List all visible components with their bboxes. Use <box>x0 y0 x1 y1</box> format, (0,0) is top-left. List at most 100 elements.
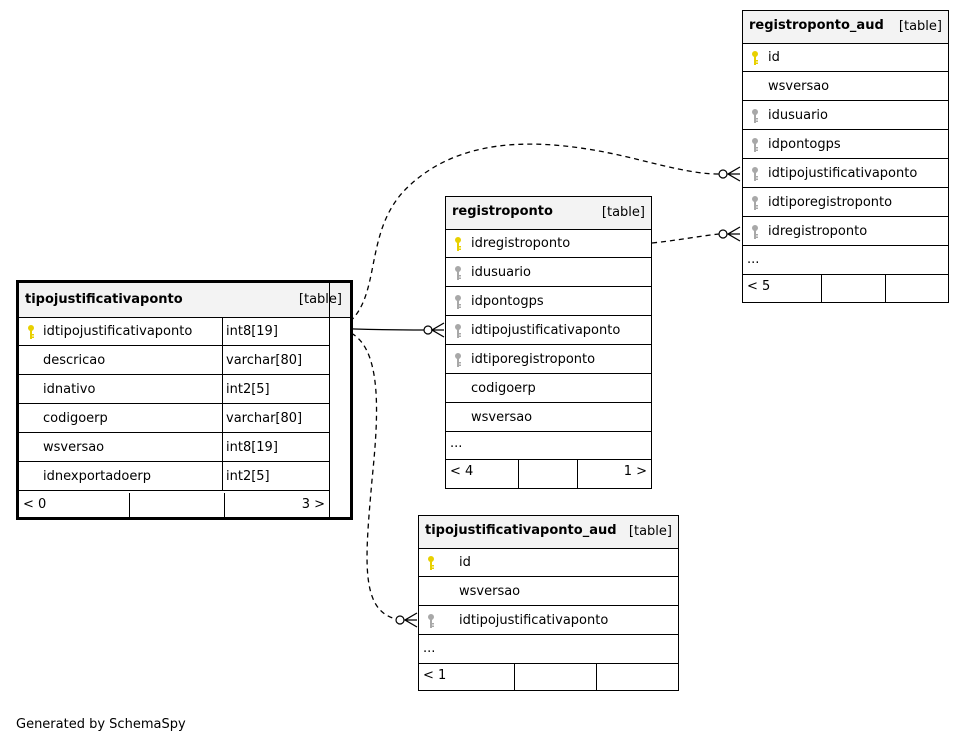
footer-children-count: < 5 <box>747 279 771 294</box>
primary-key-icon <box>27 324 35 340</box>
column-divider <box>222 375 223 403</box>
edge-registroponto-aud-fk-circle <box>718 169 728 179</box>
column-divider <box>222 346 223 374</box>
foreign-key-icon <box>454 265 462 281</box>
table-type-label: [table] <box>898 19 942 34</box>
column-name: idtipojustificativaponto <box>459 613 609 628</box>
column-name: idpontogps <box>768 137 841 152</box>
column-name: wsversao <box>459 584 521 599</box>
column-row-idnexportadoerp[interactable]: idnexportadoerp int2[5] <box>19 462 329 491</box>
table-footer: < 5 <box>743 274 948 303</box>
column-name: idusuario <box>768 108 828 123</box>
table-header: tipojustificativaponto [table] <box>19 283 350 318</box>
column-row-id[interactable]: id <box>743 43 948 72</box>
column-row-idusuario[interactable]: idusuario <box>446 258 651 287</box>
table-footer: < 4 1 > <box>446 459 651 489</box>
table-name: registroponto_aud <box>749 18 884 33</box>
column-type: int2[5] <box>226 382 270 397</box>
right-gutter-divider <box>329 283 330 517</box>
table-header: tipojustificativaponto_aud [table] <box>419 516 678 549</box>
column-row-idregistroponto[interactable]: idregistroponto <box>446 229 651 258</box>
column-name: idnativo <box>43 382 96 397</box>
table-registroponto[interactable]: registroponto [table] idregistroponto idu… <box>445 196 652 489</box>
footer-children-count: < 0 <box>23 497 47 512</box>
edge-registroponto-aud-idregistro-crow <box>726 226 741 242</box>
foreign-key-icon <box>427 613 435 629</box>
table-type-label: [table] <box>601 205 645 220</box>
column-row-idtiporegistroponto[interactable]: idtiporegistroponto <box>446 345 651 374</box>
edge-registroponto-aud-idregistro-circle <box>718 229 728 239</box>
foreign-key-icon <box>454 352 462 368</box>
column-name: idtipojustificativaponto <box>43 324 193 339</box>
column-name: id <box>768 50 780 65</box>
footer-children-count: < 1 <box>423 668 447 683</box>
column-row-wsversao[interactable]: wsversao <box>419 577 678 606</box>
column-row-wsversao[interactable]: wsversao int8[19] <box>19 433 329 462</box>
foreign-key-icon <box>751 108 759 124</box>
table-name: tipojustificativaponto_aud <box>425 523 617 538</box>
column-row-id[interactable]: id <box>419 548 678 577</box>
column-name: idtiporegistroponto <box>471 352 596 367</box>
column-name: idusuario <box>471 265 531 280</box>
column-row-wsversao[interactable]: wsversao <box>446 403 651 432</box>
column-type: varchar[80] <box>226 411 303 426</box>
foreign-key-icon <box>751 224 759 240</box>
column-row-idpontogps[interactable]: idpontogps <box>446 287 651 316</box>
column-name: idregistroponto <box>471 236 571 251</box>
column-type: int8[19] <box>226 440 278 455</box>
table-footer: < 0 3 > <box>19 493 329 519</box>
column-name: idnexportadoerp <box>43 469 151 484</box>
column-row-idusuario[interactable]: idusuario <box>743 101 948 130</box>
table-footer: < 1 <box>419 663 678 691</box>
column-row-idtipojustificativaponto[interactable]: idtipojustificativaponto <box>446 316 651 345</box>
column-type: varchar[80] <box>226 353 303 368</box>
table-header: registroponto_aud [table] <box>743 11 948 44</box>
table-type-label: [table] <box>628 524 672 539</box>
column-name: idtiporegistroponto <box>768 195 893 210</box>
column-row-idregistroponto[interactable]: idregistroponto <box>743 217 948 246</box>
column-row-idpontogps[interactable]: idpontogps <box>743 130 948 159</box>
foreign-key-icon <box>751 166 759 182</box>
table-tipojustificativaponto-aud[interactable]: tipojustificativaponto_aud [table] id wsv… <box>418 515 679 691</box>
edge-tipojustificativaponto-aud-fk-circle <box>395 615 405 625</box>
table-name: registroponto <box>452 204 553 219</box>
column-name: codigoerp <box>471 381 536 396</box>
edge-registroponto-aud-fk <box>342 143 720 328</box>
column-row-idtipojustificativaponto[interactable]: idtipojustificativaponto <box>743 159 948 188</box>
column-row-codigoerp[interactable]: codigoerp <box>446 374 651 403</box>
edge-tipojustificativaponto-aud-fk <box>342 329 397 620</box>
column-type: int2[5] <box>226 469 270 484</box>
column-name: wsversao <box>43 440 105 455</box>
generated-by-footer: Generated by SchemaSpy <box>16 717 186 732</box>
column-row-wsversao[interactable]: wsversao <box>743 72 948 101</box>
edge-registroponto-aud-idregistro <box>651 233 720 244</box>
column-row-codigoerp[interactable]: codigoerp varchar[80] <box>19 404 329 433</box>
edge-tipojustificativaponto-aud-fk-crow <box>403 612 418 628</box>
column-name: wsversao <box>471 410 533 425</box>
table-tipojustificativaponto[interactable]: tipojustificativaponto [table] idtipojus… <box>16 280 353 520</box>
edge-registroponto-fk-crow <box>430 322 445 338</box>
more-columns-ellipsis: ... <box>747 252 760 267</box>
column-divider <box>222 433 223 461</box>
more-columns-ellipsis: ... <box>423 641 436 656</box>
foreign-key-icon <box>454 294 462 310</box>
column-name: idpontogps <box>471 294 544 309</box>
table-name: tipojustificativaponto <box>25 292 183 307</box>
primary-key-icon <box>454 236 462 252</box>
table-header: registroponto [table] <box>446 197 651 230</box>
column-name: codigoerp <box>43 411 108 426</box>
column-row-idtiporegistroponto[interactable]: idtiporegistroponto <box>743 188 948 217</box>
column-divider <box>222 462 223 490</box>
primary-key-icon <box>427 555 435 571</box>
column-row-idtipojustificativaponto[interactable]: idtipojustificativaponto <box>419 606 678 635</box>
primary-key-icon <box>751 50 759 66</box>
column-row-idnativo[interactable]: idnativo int2[5] <box>19 375 329 404</box>
edge-registroponto-aud-fk-crow <box>726 166 741 182</box>
table-registroponto-aud[interactable]: registroponto_aud [table] id wsversao idus… <box>742 10 949 303</box>
column-name: idregistroponto <box>768 224 868 239</box>
column-divider <box>222 404 223 432</box>
footer-children-count: < 4 <box>450 464 474 479</box>
